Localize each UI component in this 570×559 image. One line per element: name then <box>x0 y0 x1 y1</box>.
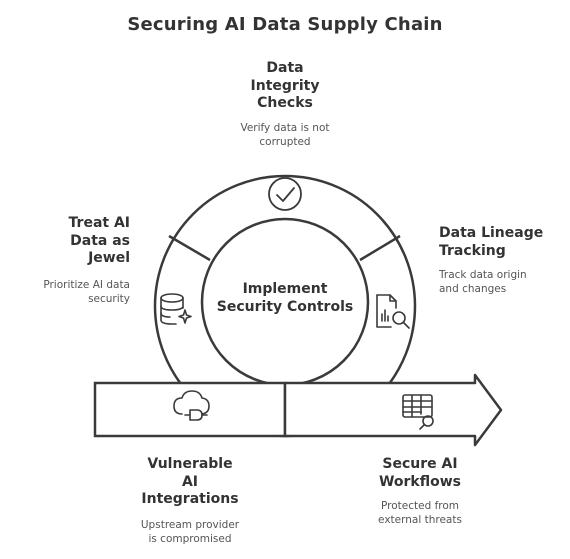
stage-top-title: Data Integrity Checks <box>250 60 320 111</box>
stage-bottom-right-title: Secure AI Workflows <box>378 456 462 490</box>
right-arrow <box>285 373 503 447</box>
chart-search-icon <box>376 294 410 329</box>
ring-divider-right <box>359 234 401 262</box>
stage-bottom-left-title: Vulnerable AI Integrations <box>141 456 239 507</box>
hub-label-line2: Security Controls <box>216 299 354 315</box>
hub-label: Implement Security Controls <box>202 280 368 316</box>
stage-right-desc: Track data origin and changes <box>439 269 527 295</box>
stage-bottom-left-desc: Upstream provider is compromised <box>140 519 240 545</box>
stage-bottom-right-desc: Protected from external threats <box>378 500 462 526</box>
table-shield-icon <box>402 394 434 430</box>
database-sparkle-icon <box>160 293 192 325</box>
stage-right-title: Data Lineage Tracking <box>439 225 544 259</box>
ring-divider-left <box>168 234 211 262</box>
hub-label-line1: Implement <box>242 281 328 297</box>
diagram-title: Securing AI Data Supply Chain <box>127 14 443 35</box>
stage-left-title: Treat AI Data as Jewel <box>68 215 130 266</box>
check-circle-icon <box>268 177 302 211</box>
stage-top-desc: Verify data is not corrupted <box>240 122 330 148</box>
stage-left-desc: Prioritize AI data security <box>43 279 130 305</box>
cloud-plug-icon <box>173 390 210 421</box>
